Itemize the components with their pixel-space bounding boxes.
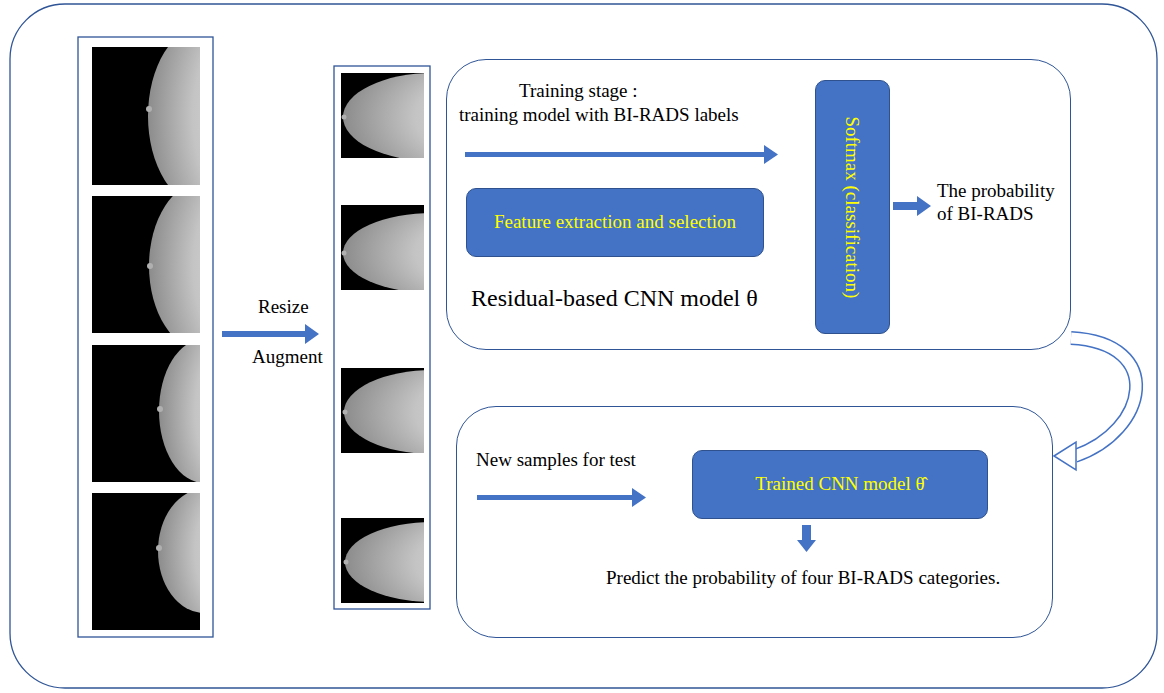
panel-text: New samples for test [476,449,636,472]
curved-arrow [1054,338,1136,470]
process-box: Feature extraction and selection [466,188,764,257]
box-label: Trained CNN model θ̂ [755,473,924,496]
step-label: Resize [258,296,309,319]
step-label: Augment [252,346,323,369]
model-box: Trained CNN model θ̂ [692,450,988,519]
test-panel: New samples for testPredict the probabil… [456,406,1053,638]
box-label: Feature extraction and selection [494,211,736,234]
outer-frame [10,4,1157,688]
box-label: Softmax (classification) [841,116,864,298]
training-panel: Training stage :training model with BI-R… [446,59,1071,350]
panel-text: Residual-based CNN model θ [471,284,758,313]
mammogram-images [92,26,523,630]
panel-text: Training stage : [519,80,638,103]
panel-text: Predict the probability of four BI-RADS … [606,567,1000,590]
panel-text: training model with BI-RADS labels [459,104,739,127]
classifier-box: Softmax (classification) [815,80,890,334]
panel-text: The probability of BI-RADS [937,180,1065,226]
